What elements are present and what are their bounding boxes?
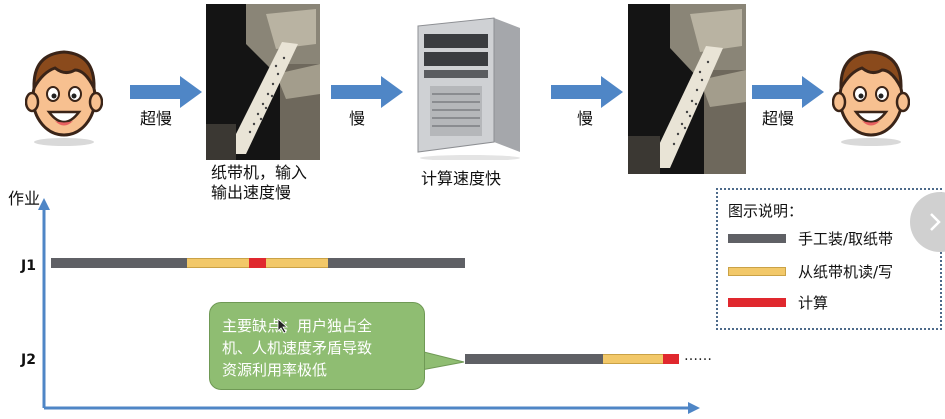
j2-compute-segment bbox=[663, 354, 679, 364]
flow-arrow bbox=[551, 76, 623, 108]
legend-swatch-compute bbox=[728, 298, 786, 307]
flow-speed-label-1: 超慢 bbox=[140, 109, 173, 128]
flow-arrow bbox=[331, 76, 403, 108]
job-label-j2: J2 bbox=[21, 352, 36, 368]
j1-tape-io-segment bbox=[187, 258, 249, 268]
continuation-dots: …… bbox=[684, 348, 712, 364]
tape-machine-caption: 纸带机，输入 输出速度慢 bbox=[211, 163, 308, 202]
legend-swatch-tape-io bbox=[728, 267, 786, 276]
j1-compute-segment bbox=[249, 258, 266, 268]
legend-title: 图示说明： bbox=[728, 202, 804, 220]
j2-tape-io-segment bbox=[603, 354, 663, 364]
flow-arrow bbox=[752, 76, 824, 108]
user-face-icon bbox=[25, 50, 103, 146]
mouse-cursor-icon bbox=[277, 318, 289, 334]
paper-tape-machine-image bbox=[206, 4, 320, 160]
paper-tape-machine-image bbox=[628, 4, 746, 174]
legend-label-tape-io: 从纸带机读/写 bbox=[798, 263, 894, 281]
legend-label-compute: 计算 bbox=[798, 294, 829, 312]
computer-caption: 计算速度快 bbox=[421, 169, 502, 188]
flow-speed-label-3: 慢 bbox=[577, 109, 594, 128]
j2-manual-segment bbox=[465, 354, 679, 364]
job-label-j1: J1 bbox=[21, 258, 36, 274]
legend-swatch-manual bbox=[728, 234, 786, 243]
user-face-icon bbox=[832, 50, 910, 146]
legend-box: 图示说明： 手工装/取纸带 从纸带机读/写 计算 bbox=[716, 188, 942, 330]
flow-speed-label-4: 超慢 bbox=[762, 109, 795, 128]
computer-tower-image bbox=[417, 17, 520, 160]
flow-speed-label-2: 慢 bbox=[349, 109, 366, 128]
flow-arrow bbox=[130, 76, 202, 108]
chevron-right-icon bbox=[930, 213, 941, 231]
drawback-callout-text: 主要缺点：用户独占全 机、人机速度矛盾导致 资源利用率极低 bbox=[222, 317, 373, 379]
drawback-callout: 主要缺点：用户独占全 机、人机速度矛盾导致 资源利用率极低 bbox=[209, 302, 425, 390]
j1-tape-io-segment bbox=[266, 258, 328, 268]
legend-label-manual: 手工装/取纸带 bbox=[798, 230, 894, 248]
y-axis-label: 作业 bbox=[8, 189, 41, 208]
